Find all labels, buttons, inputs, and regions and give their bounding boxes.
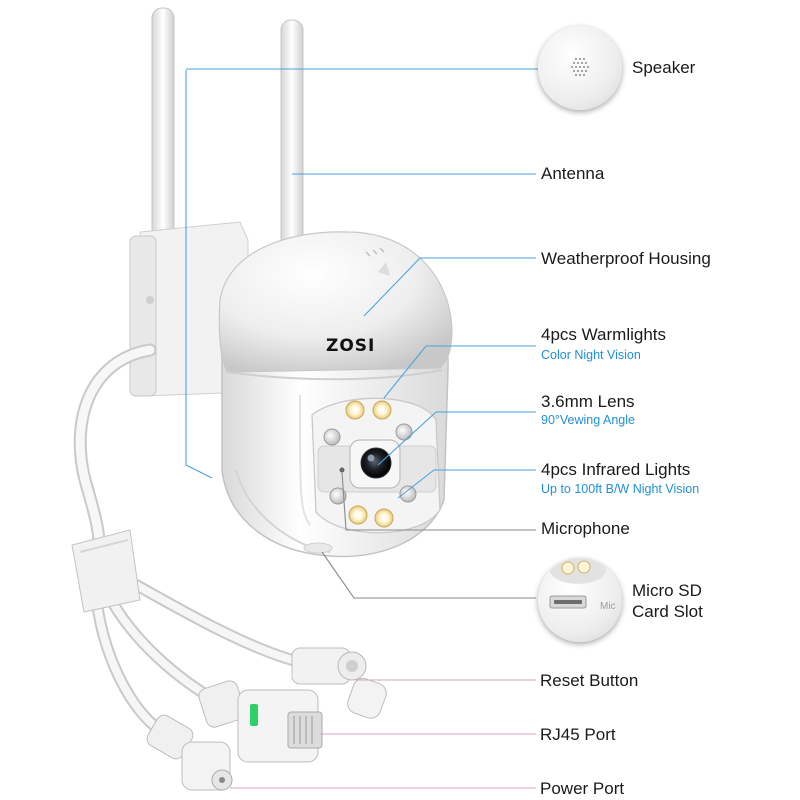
- label-microphone: Microphone: [541, 519, 630, 538]
- lens-icon: [349, 439, 401, 489]
- main-cable: [73, 343, 157, 567]
- cable-splitter: [71, 529, 141, 613]
- label-speaker: Speaker: [632, 58, 696, 77]
- sd-card-icon: Mic: [549, 558, 616, 612]
- label-lens-sub: 90°Vewing Angle: [541, 413, 635, 427]
- label-weatherproof-housing: Weatherproof Housing: [541, 249, 711, 268]
- label-infrared-lights: 4pcs Infrared Lights: [541, 460, 691, 479]
- label-warmlights-sub: Color Night Vision: [541, 348, 641, 362]
- label-lens: 3.6mm Lens: [541, 392, 635, 411]
- reset-button-connector: [291, 647, 387, 719]
- callout-lines: [185, 68, 538, 789]
- label-power-port: Power Port: [540, 779, 625, 798]
- rj45-connector: [198, 680, 323, 763]
- antenna-right: [280, 19, 304, 249]
- led-infrared-icon: [395, 423, 413, 441]
- sd-inset-text: Mic: [600, 601, 616, 612]
- label-antenna: Antenna: [541, 164, 605, 183]
- label-sd-line2: Card Slot: [632, 602, 703, 621]
- housing-vent-marks: [365, 247, 385, 257]
- speaker-grille-icon: [570, 57, 590, 77]
- led-warm-icon: [345, 400, 365, 420]
- led-infrared-icon: [329, 487, 347, 505]
- speaker-inset: [538, 26, 622, 110]
- label-infrared-sub: Up to 100ft B/W Night Vision: [541, 482, 700, 496]
- label-rj45-port: RJ45 Port: [540, 725, 616, 744]
- led-warm-icon: [372, 400, 392, 420]
- brand-logo: ZOSI: [326, 336, 375, 356]
- microphone-hole-icon: [339, 467, 345, 473]
- status-led-icon: [250, 704, 258, 726]
- led-infrared-icon: [399, 485, 417, 503]
- label-reset-button: Reset Button: [540, 671, 639, 690]
- power-connector: [146, 714, 233, 791]
- led-warm-icon: [348, 505, 368, 525]
- led-infrared-icon: [323, 428, 341, 446]
- label-warmlights: 4pcs Warmlights: [541, 325, 667, 344]
- sd-slot-cover: [303, 542, 333, 554]
- led-warm-icon: [374, 508, 394, 528]
- sd-card-inset: Mic: [538, 558, 622, 642]
- label-sd-line1: Micro SD: [632, 581, 702, 600]
